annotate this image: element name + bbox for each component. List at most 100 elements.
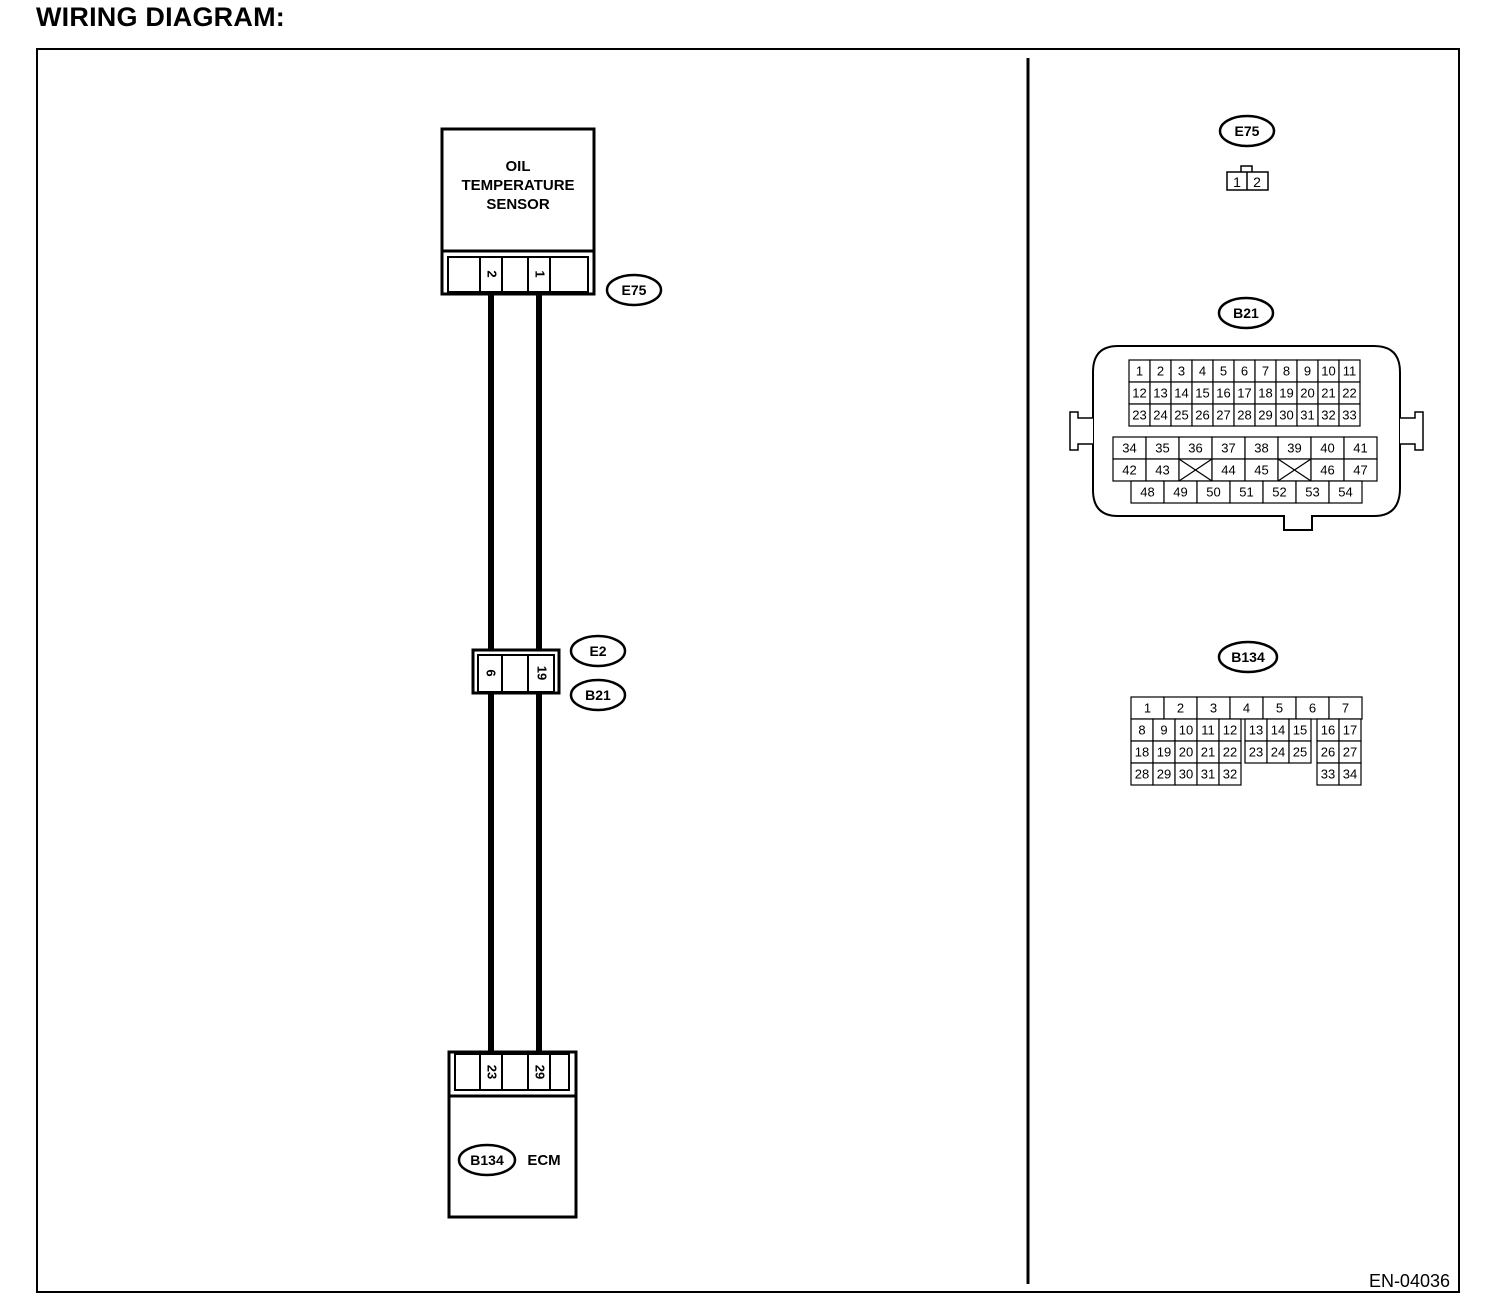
- b21-pin-26: 26: [1191, 403, 1214, 427]
- b134-pin-16: 16: [1316, 718, 1340, 742]
- b21-pin-15-label: 15: [1195, 386, 1209, 401]
- b21-pin-38: 38: [1244, 436, 1279, 460]
- b21-pin-24-label: 24: [1153, 408, 1167, 423]
- b134-pin-22-label: 22: [1223, 745, 1237, 760]
- b21-pin-31: 31: [1296, 403, 1319, 427]
- b21-pin-31-label: 31: [1300, 408, 1314, 423]
- b134-pin-26: 26: [1316, 740, 1340, 764]
- b134-pin-34: 34: [1338, 762, 1362, 786]
- e75-view-tag-label: E75: [1235, 123, 1260, 139]
- b21-pin-52: 52: [1262, 480, 1297, 504]
- b21-pin-36-label: 36: [1188, 441, 1202, 456]
- b21-pin-40: 40: [1310, 436, 1345, 460]
- b21-pin-52-label: 52: [1272, 485, 1286, 500]
- b134-pin-9-label: 9: [1160, 723, 1167, 738]
- ecm-pin-29-label: 29: [533, 1065, 548, 1079]
- b21-pin-1: 1: [1128, 359, 1151, 383]
- joint-connector: 6 19 E2 B21: [471, 634, 627, 712]
- b21-pin-8: 8: [1275, 359, 1298, 383]
- b21-pin-32-label: 32: [1321, 408, 1335, 423]
- e75-view-tag: [1218, 114, 1276, 148]
- b21-pin-7: 7: [1254, 359, 1277, 383]
- b134-pin-2-label: 2: [1177, 701, 1184, 716]
- b134-pin-1-label: 1: [1144, 701, 1151, 716]
- b134-view-tag-label: B134: [1231, 649, 1265, 665]
- b21-pin-35: 35: [1145, 436, 1180, 460]
- b21-pin-39-label: 39: [1287, 441, 1301, 456]
- b134-pin-27: 27: [1338, 740, 1362, 764]
- b21-pin-10: 10: [1317, 359, 1340, 383]
- ecm-connector-tag: [457, 1143, 517, 1177]
- b134-pin-16-label: 16: [1321, 723, 1335, 738]
- e75-connector-view: E75 1 2: [1218, 114, 1276, 191]
- b21-pin-4-label: 4: [1199, 364, 1206, 379]
- b21-pin-27: 27: [1212, 403, 1235, 427]
- joint-tag-e2: [569, 634, 627, 668]
- b21-pin-27-label: 27: [1216, 408, 1230, 423]
- ecm-name: ECM: [527, 1152, 560, 1169]
- b21-pin-46: 46: [1310, 458, 1345, 482]
- b21-pin-2-label: 2: [1157, 364, 1164, 379]
- joint-pin-19-label: 19: [535, 666, 550, 680]
- b21-pin-48-label: 48: [1140, 485, 1154, 500]
- b134-pin-8: 8: [1130, 718, 1154, 742]
- b21-pin-42: 42: [1112, 458, 1147, 482]
- b21-pin-23: 23: [1128, 403, 1151, 427]
- sensor-name-line-2: TEMPERATURE: [461, 177, 574, 194]
- sensor-name-line-3: SENSOR: [486, 196, 550, 213]
- b21-blank-cavity: [1277, 458, 1312, 482]
- b134-pin-23: 23: [1244, 740, 1268, 764]
- b21-pin-38-label: 38: [1254, 441, 1268, 456]
- b134-pin-14: 14: [1266, 718, 1290, 742]
- ecm-pin-29-cell: [527, 1053, 551, 1091]
- b21-pin-17: 17: [1233, 381, 1256, 405]
- b21-pin-54-label: 54: [1338, 485, 1352, 500]
- b134-pin-13-label: 13: [1249, 723, 1263, 738]
- b134-pin-30-label: 30: [1179, 767, 1193, 782]
- b21-pin-41-label: 41: [1353, 441, 1367, 456]
- b21-pin-24: 24: [1149, 403, 1172, 427]
- b21-pin-14: 14: [1170, 381, 1193, 405]
- b21-pin-48: 48: [1130, 480, 1165, 504]
- joint-pin-19-cell: [527, 654, 555, 693]
- b21-view-right-ear: [1400, 411, 1424, 451]
- b134-pin-20: 20: [1174, 740, 1198, 764]
- b21-pin-45: 45: [1244, 458, 1279, 482]
- b134-pin-31: 31: [1196, 762, 1220, 786]
- b134-pin-4: 4: [1229, 696, 1264, 720]
- b21-pin-41: 41: [1343, 436, 1378, 460]
- b21-pin-30: 30: [1275, 403, 1298, 427]
- b21-pin-49: 49: [1163, 480, 1198, 504]
- b21-pin-22-label: 22: [1342, 386, 1356, 401]
- e75-view-pin-1: 1: [1233, 174, 1241, 190]
- joint-tag-b21-label: B21: [585, 687, 611, 703]
- b134-pin-25: 25: [1288, 740, 1312, 764]
- b21-pin-28: 28: [1233, 403, 1256, 427]
- b134-pin-5: 5: [1262, 696, 1297, 720]
- b21-pin-5: 5: [1212, 359, 1235, 383]
- b21-pin-19: 19: [1275, 381, 1298, 405]
- b21-pin-4: 4: [1191, 359, 1214, 383]
- ecm-pin-23-cell: [479, 1053, 503, 1091]
- b21-pin-32: 32: [1317, 403, 1340, 427]
- b134-pin-15: 15: [1288, 718, 1312, 742]
- b21-pin-13: 13: [1149, 381, 1172, 405]
- b134-pin-2: 2: [1163, 696, 1198, 720]
- b21-pin-6: 6: [1233, 359, 1256, 383]
- b134-pin-21: 21: [1196, 740, 1220, 764]
- joint-pin-6-cell: [477, 654, 503, 693]
- b21-pin-1-label: 1: [1136, 364, 1143, 379]
- b134-pin-8-label: 8: [1138, 723, 1145, 738]
- b134-pin-27-label: 27: [1343, 745, 1357, 760]
- b21-pin-36: 36: [1178, 436, 1213, 460]
- b134-pin-13: 13: [1244, 718, 1268, 742]
- b21-view-tag-label: B21: [1233, 305, 1259, 321]
- joint-pin-6-label: 6: [484, 669, 499, 676]
- b21-pin-47-label: 47: [1353, 463, 1367, 478]
- b134-pin-18: 18: [1130, 740, 1154, 764]
- oil-temperature-sensor: OIL TEMPERATURE SENSOR 2 1 E75: [440, 127, 663, 307]
- b134-pin-24: 24: [1266, 740, 1290, 764]
- b21-pin-33: 33: [1338, 403, 1361, 427]
- b134-pin-22: 22: [1218, 740, 1242, 764]
- b21-pin-51: 51: [1229, 480, 1264, 504]
